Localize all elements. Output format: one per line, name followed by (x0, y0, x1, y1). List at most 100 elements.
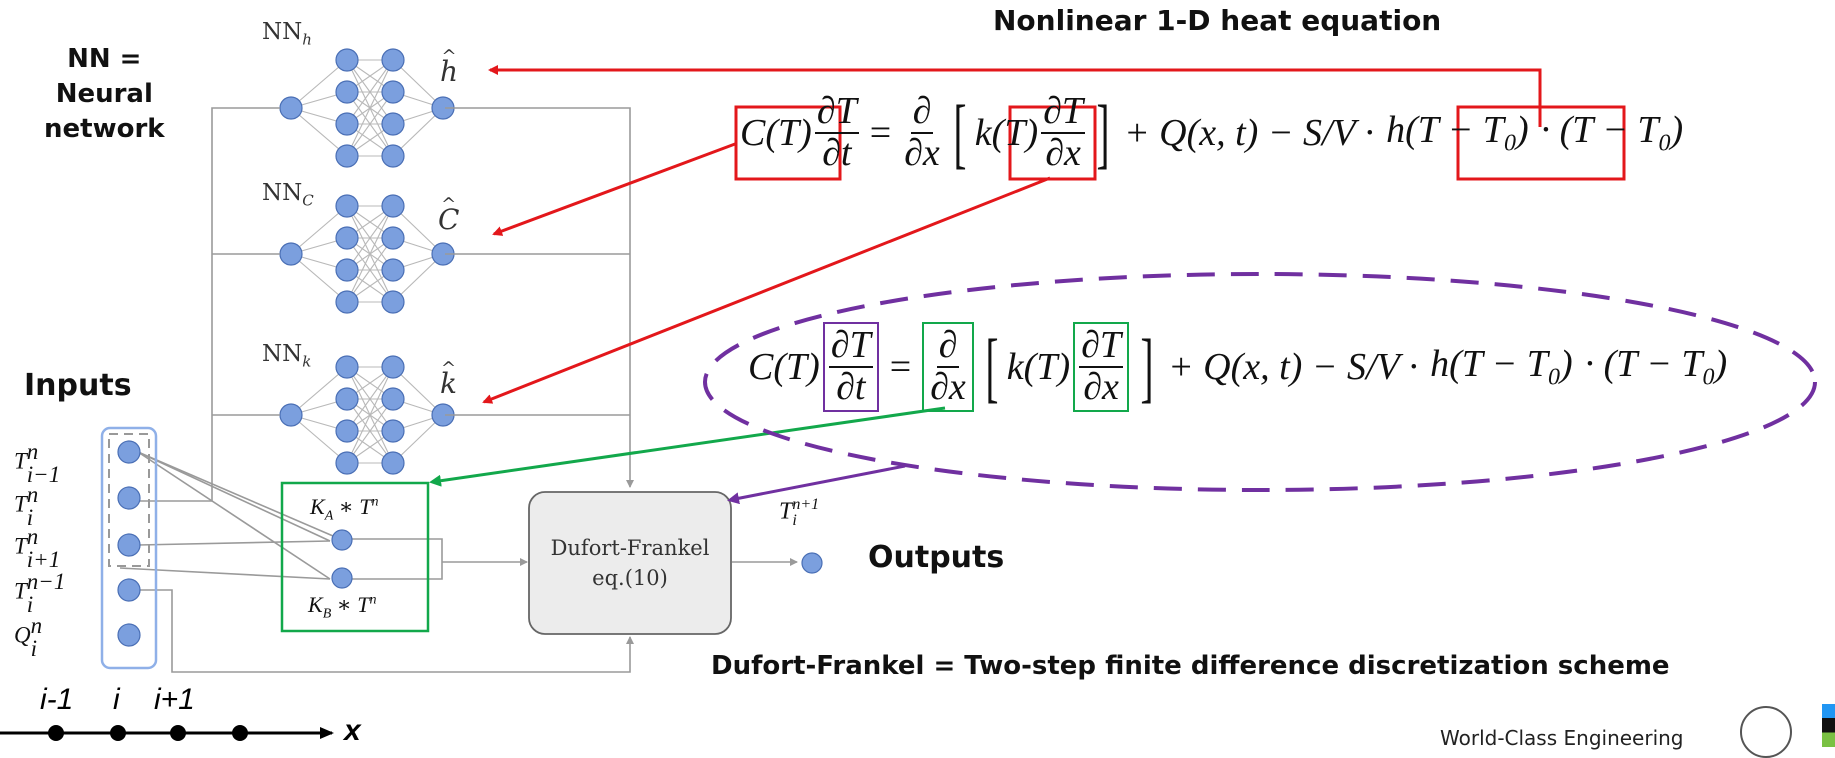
network-node (381, 226, 405, 250)
network-node (279, 242, 303, 266)
network-edge (290, 205, 348, 255)
eq-top-c: C(T) (740, 111, 812, 154)
network-node (335, 112, 359, 136)
nn-h-network (279, 48, 455, 168)
discretized-equation-ellipse (703, 272, 1817, 492)
network-edge (346, 366, 394, 464)
network-node (381, 144, 405, 168)
eq-top-tail: · (T − T0) (1540, 109, 1684, 157)
nn-k-network (279, 355, 455, 475)
network-node (381, 48, 405, 72)
nn-c-label: NNC (262, 180, 314, 210)
network-node (335, 80, 359, 104)
network-edge (346, 205, 394, 303)
input-node (117, 533, 141, 557)
network-node (335, 419, 359, 443)
network-node (335, 48, 359, 72)
eq-top-k: k(T) (974, 111, 1039, 154)
inputs-label: Inputs (24, 368, 132, 403)
nn-k-label: NNk (262, 341, 312, 371)
network-edge (290, 253, 348, 303)
network-node (335, 290, 359, 314)
kernel-green-box (280, 481, 430, 633)
outputs-label: Outputs (868, 540, 1005, 575)
footer-tagline: World-Class Engineering (1440, 726, 1684, 750)
network-node (279, 96, 303, 120)
network-edge (346, 91, 394, 157)
eq-top-d-dx: ∂∂x (904, 90, 940, 174)
k-hat-label: ^k (440, 358, 457, 400)
eq-bot-k: k(T) (1006, 345, 1071, 388)
stencil-dashed-box (108, 433, 150, 567)
network-node (279, 403, 303, 427)
network-node (381, 290, 405, 314)
network-node (335, 226, 359, 250)
input-node (117, 440, 141, 464)
input-column-box (100, 426, 158, 670)
input-node (117, 578, 141, 602)
network-node (381, 80, 405, 104)
network-edge (290, 366, 348, 416)
network-node (381, 355, 405, 379)
axis-point (170, 725, 186, 741)
nn-legend-line: NN = (67, 44, 142, 74)
axis-tick-ip1: i+1 (154, 683, 195, 716)
red-box-h (1456, 105, 1626, 181)
axis-point (110, 725, 126, 741)
network-node (335, 194, 359, 218)
heat-equation-top: C(T) ∂T∂t = ∂∂x [ k(T) ∂T∂x ] + Q(x, t) … (740, 88, 1684, 176)
h-hat-label: ^h (440, 46, 459, 88)
network-node (381, 387, 405, 411)
network-edge (346, 205, 394, 271)
heat-equation-discretized: C(T) ∂T∂t = ∂∂x [ k(T) ∂T∂x ] + Q(x, t) … (748, 322, 1728, 412)
output-node (801, 552, 823, 574)
network-edge (346, 366, 394, 432)
dufort-frankel-box (528, 491, 732, 635)
axis-point (48, 725, 64, 741)
c-hat-label: ^C (438, 194, 460, 236)
red-box-k (1008, 105, 1097, 181)
network-node (335, 144, 359, 168)
logo-color-bar (1822, 704, 1835, 747)
network-node (335, 387, 359, 411)
network-edge (346, 59, 394, 125)
connection-lines (119, 107, 798, 673)
eq-bot-dT-dt: ∂T∂t (822, 322, 879, 412)
input-node (117, 623, 141, 647)
network-edge (346, 237, 394, 303)
network-edge (346, 398, 394, 464)
network-edge (290, 414, 348, 464)
axis-tick-im1: i-1 (40, 683, 74, 716)
nn-legend-line: network (44, 114, 165, 144)
network-edge (290, 107, 348, 157)
nn-legend-line: Neural (55, 79, 153, 109)
eq-bot-dT-dx: ∂T∂x (1073, 322, 1130, 412)
solver-text: Dufort-Frankel eq.(10) (550, 536, 710, 590)
kernel-a-node (331, 529, 353, 551)
input-nodes (117, 440, 141, 647)
institute-logo (1740, 706, 1792, 758)
eq-top-dT-dt: ∂T∂t (814, 90, 859, 174)
axis-tick-i: i (113, 683, 120, 716)
network-node (381, 451, 405, 475)
axis-x-label: x (344, 714, 361, 747)
network-edge (346, 59, 394, 157)
neural-networks (279, 48, 455, 475)
dufort-frankel-note: Dufort-Frankel = Two-step finite differe… (711, 651, 1670, 681)
eq-top-h: h(T − T0) (1386, 109, 1529, 157)
main-title: Nonlinear 1-D heat equation (993, 4, 1442, 37)
eq-top-dT-dx: ∂T∂x (1041, 90, 1086, 174)
nn-c-network (279, 194, 455, 314)
purple-arrow (727, 464, 906, 505)
nn-legend: NN = Neural network (44, 42, 165, 147)
network-node (381, 194, 405, 218)
input-node (117, 486, 141, 510)
axis-point (232, 725, 248, 741)
eq-bot-c: C(T) (748, 345, 820, 388)
